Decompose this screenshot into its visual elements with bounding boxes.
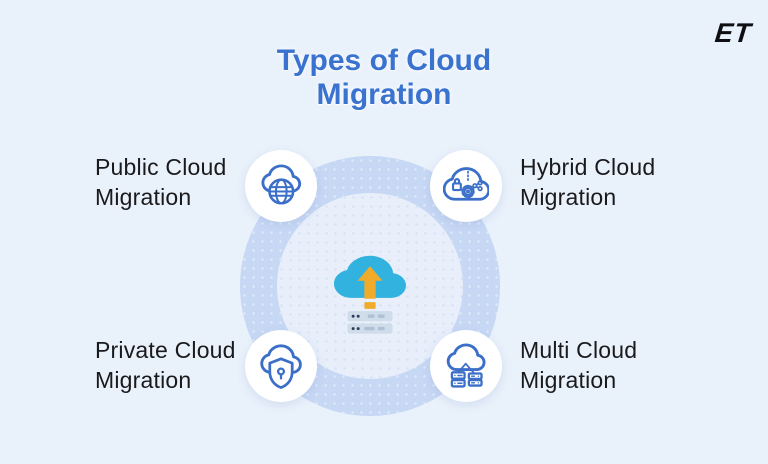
private-cloud-label-line1: Private Cloud [95,337,236,363]
hybrid-cloud-label-line1: Hybrid Cloud [520,154,656,180]
hybrid-cloud-lock-gear-share-icon [443,167,489,201]
public-cloud-label: Public Cloud Migration [95,152,227,212]
public-cloud-label-line1: Public Cloud [95,154,227,180]
server-rack [347,311,393,334]
public-cloud-globe-icon [261,164,302,205]
private-cloud-node [245,330,317,402]
private-cloud-label-line2: Migration [95,367,192,393]
server-stack-left [450,371,466,388]
center-cloud-upload-svg [334,255,406,334]
keyhole-glyph [276,367,286,380]
page-title-line2: Migration [316,78,452,111]
upload-arrow [357,266,383,309]
page-title: Types of Cloud Migration [0,44,768,112]
page-title-line1: Types of Cloud [276,44,492,77]
public-cloud-label-line2: Migration [95,184,192,210]
share-glyph [472,180,483,192]
hybrid-cloud-label: Hybrid Cloud Migration [520,152,655,212]
gear-glyph [461,184,475,199]
cloud-migration-upload-icon [334,248,406,336]
server-stack-right [467,372,483,387]
public-cloud-node [245,150,317,222]
multi-cloud-label-line1: Multi Cloud [520,337,638,363]
multi-cloud-servers-icon [446,343,486,388]
multi-cloud-label-line2: Migration [520,367,617,393]
private-cloud-label: Private Cloud Migration [95,335,236,395]
multi-cloud-node [430,330,502,402]
multi-cloud-label: Multi Cloud Migration [520,335,637,395]
hybrid-cloud-label-line2: Migration [520,184,617,210]
private-cloud-shield-icon [260,344,302,389]
padlock-glyph [451,178,462,192]
hybrid-cloud-node [430,150,502,222]
